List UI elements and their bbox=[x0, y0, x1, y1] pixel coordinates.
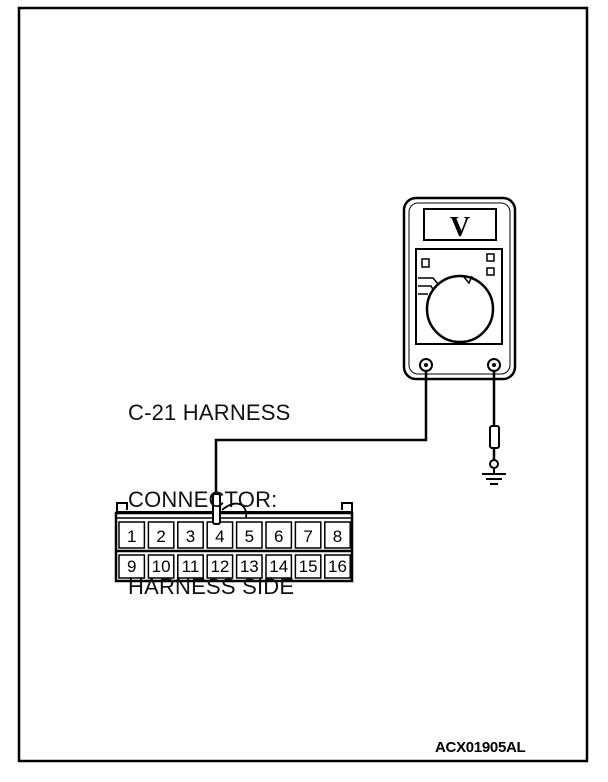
pin-cell-5 bbox=[235, 521, 263, 549]
pin-cell-12 bbox=[206, 554, 234, 579]
pin-label-10: 10 bbox=[152, 557, 171, 576]
pin-cell-13 bbox=[235, 554, 263, 579]
connector-latch-right bbox=[341, 502, 353, 514]
voltmeter: V bbox=[402, 196, 517, 381]
voltmeter-terminal-right-core bbox=[492, 363, 496, 367]
pin-cell-11 bbox=[177, 554, 204, 579]
pin-label-14: 14 bbox=[269, 557, 288, 576]
connector-label-line-2: CONNECTOR: bbox=[128, 487, 278, 512]
connector-label: C-21 HARNESS CONNECTOR: HARNESS SIDE bbox=[128, 340, 294, 630]
voltmeter-inner-outline bbox=[408, 202, 511, 375]
voltmeter-indicator-right-bottom bbox=[486, 267, 495, 276]
voltmeter-indicator-right-top bbox=[486, 253, 495, 262]
ground-lead-probe bbox=[489, 425, 500, 449]
pin-label-12: 12 bbox=[210, 557, 229, 576]
pin-label-3: 3 bbox=[186, 527, 195, 546]
pin-cell-2 bbox=[147, 521, 175, 549]
pin-label-16: 16 bbox=[328, 557, 347, 576]
voltmeter-display-text: V bbox=[450, 212, 470, 243]
probe-tip bbox=[212, 493, 221, 525]
pin-cell-8 bbox=[324, 521, 351, 549]
pin-label-8: 8 bbox=[333, 527, 342, 546]
voltmeter-terminal-left-core bbox=[424, 363, 428, 367]
pin-label-6: 6 bbox=[274, 527, 283, 546]
pin-cell-1 bbox=[118, 521, 146, 549]
pin-cell-7 bbox=[294, 521, 322, 549]
pin-cell-10 bbox=[147, 554, 175, 579]
pin-label-1: 1 bbox=[127, 527, 136, 546]
pin-label-7: 7 bbox=[303, 527, 312, 546]
test-lead-ground bbox=[489, 371, 500, 474]
pin-label-13: 13 bbox=[240, 557, 259, 576]
pin-label-5: 5 bbox=[245, 527, 254, 546]
pin-label-11: 11 bbox=[182, 557, 200, 576]
pin-cell-16 bbox=[324, 554, 351, 579]
pin-cell-14 bbox=[265, 554, 293, 579]
connector-bottom-row: 9 10 11 12 13 14 15 16 bbox=[118, 554, 351, 579]
pin-label-15: 15 bbox=[299, 557, 318, 576]
ground-symbol-icon bbox=[482, 473, 506, 485]
voltmeter-selector-dial bbox=[425, 274, 495, 344]
pin-cell-15 bbox=[294, 554, 322, 579]
pin-cell-6 bbox=[265, 521, 293, 549]
diagram-border bbox=[17, 6, 589, 763]
pin-label-4: 4 bbox=[215, 527, 224, 546]
connector-label-line-3: HARNESS SIDE bbox=[128, 574, 295, 599]
connector-latch-left bbox=[116, 502, 128, 514]
test-lead-positive bbox=[214, 371, 428, 494]
figure-code: ACX01905AL bbox=[435, 739, 526, 756]
voltmeter-display bbox=[423, 208, 497, 241]
probe-loop bbox=[221, 502, 248, 519]
pin-cell-3 bbox=[177, 521, 204, 549]
pin-label-9: 9 bbox=[127, 557, 136, 576]
voltmeter-indicator-left bbox=[421, 258, 430, 268]
connector-top-row: 1 2 3 4 5 6 7 8 bbox=[118, 521, 351, 549]
pin-cell-9 bbox=[118, 554, 146, 579]
connector-label-line-1: C-21 HARNESS bbox=[128, 400, 291, 425]
voltmeter-selector-pointer bbox=[462, 275, 473, 285]
pin-label-2: 2 bbox=[156, 527, 165, 546]
ground-clip bbox=[489, 459, 499, 469]
